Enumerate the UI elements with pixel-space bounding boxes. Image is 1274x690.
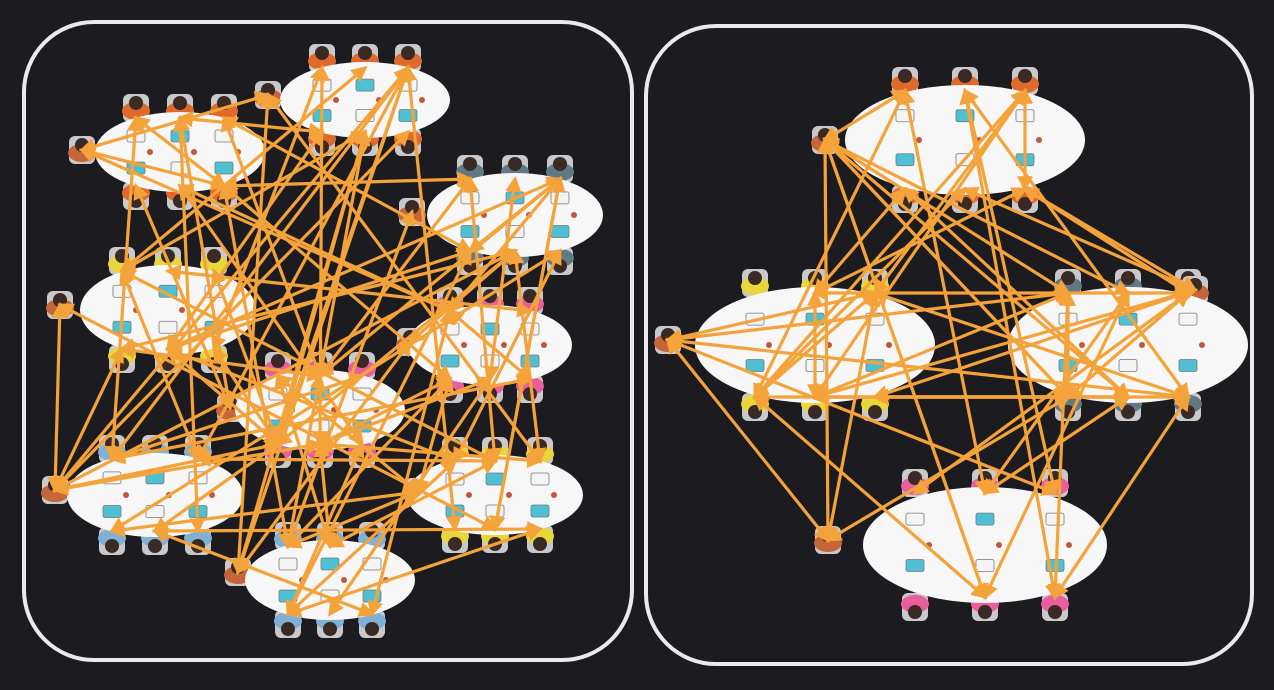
- laptop-icon: [550, 191, 570, 205]
- coffee-cup-icon: [1066, 542, 1072, 548]
- coffee-cup-icon: [419, 97, 425, 103]
- coffee-cup-icon: [996, 542, 1002, 548]
- coffee-cup-icon: [179, 307, 185, 313]
- laptop-icon: [905, 512, 925, 526]
- coffee-cup-icon: [571, 212, 577, 218]
- laptop-icon: [895, 153, 915, 167]
- communication-arrow: [47, 301, 68, 494]
- communication-arrow: [1053, 394, 1190, 600]
- coffee-cup-icon: [551, 492, 557, 498]
- laptop-icon: [975, 559, 995, 572]
- laptop-icon: [102, 505, 122, 518]
- communication-arrow: [902, 186, 1131, 400]
- laptop-icon: [485, 504, 505, 518]
- laptop-icon: [1178, 359, 1198, 372]
- right-panel-frame: [644, 24, 1254, 666]
- laptop-icon: [975, 512, 995, 526]
- coffee-cup-icon: [466, 492, 472, 498]
- person-icon: [901, 593, 929, 621]
- laptop-icon: [278, 557, 298, 571]
- laptop-icon: [530, 472, 550, 486]
- communication-arrow: [817, 136, 836, 544]
- laptop-icon: [480, 354, 500, 368]
- laptop-icon: [905, 559, 925, 572]
- coffee-cup-icon: [1036, 137, 1042, 143]
- laptop-icon: [530, 504, 550, 518]
- laptop-icon: [485, 472, 505, 486]
- coffee-cup-icon: [333, 97, 339, 103]
- laptop-icon: [1178, 312, 1198, 326]
- coffee-cup-icon: [123, 492, 129, 498]
- laptop-icon: [1118, 359, 1138, 372]
- coffee-cup-icon: [1079, 342, 1085, 348]
- coffee-cup-icon: [191, 149, 197, 155]
- coffee-cup-icon: [341, 577, 347, 583]
- coffee-cup-icon: [766, 342, 772, 348]
- communication-arrow: [51, 438, 282, 496]
- coffee-cup-icon: [506, 492, 512, 498]
- coffee-cup-icon: [147, 149, 153, 155]
- coffee-cup-icon: [461, 342, 467, 348]
- laptop-icon: [440, 354, 460, 368]
- coffee-cup-icon: [886, 342, 892, 348]
- coffee-cup-icon: [501, 342, 507, 348]
- coffee-cup-icon: [541, 342, 547, 348]
- communication-arrow: [151, 521, 544, 539]
- coffee-cup-icon: [1139, 342, 1145, 348]
- coffee-cup-icon: [1199, 342, 1205, 348]
- team-table: [811, 67, 1085, 213]
- communication-arrow: [52, 65, 411, 493]
- laptop-icon: [158, 320, 178, 334]
- team-table: [814, 469, 1107, 621]
- laptop-icon: [1045, 512, 1065, 526]
- coffee-cup-icon: [916, 137, 922, 143]
- laptop-icon: [355, 78, 375, 92]
- laptop-icon: [550, 225, 570, 238]
- left-panel-frame: [22, 20, 634, 662]
- laptop-icon: [214, 161, 234, 175]
- laptop-icon: [745, 359, 765, 372]
